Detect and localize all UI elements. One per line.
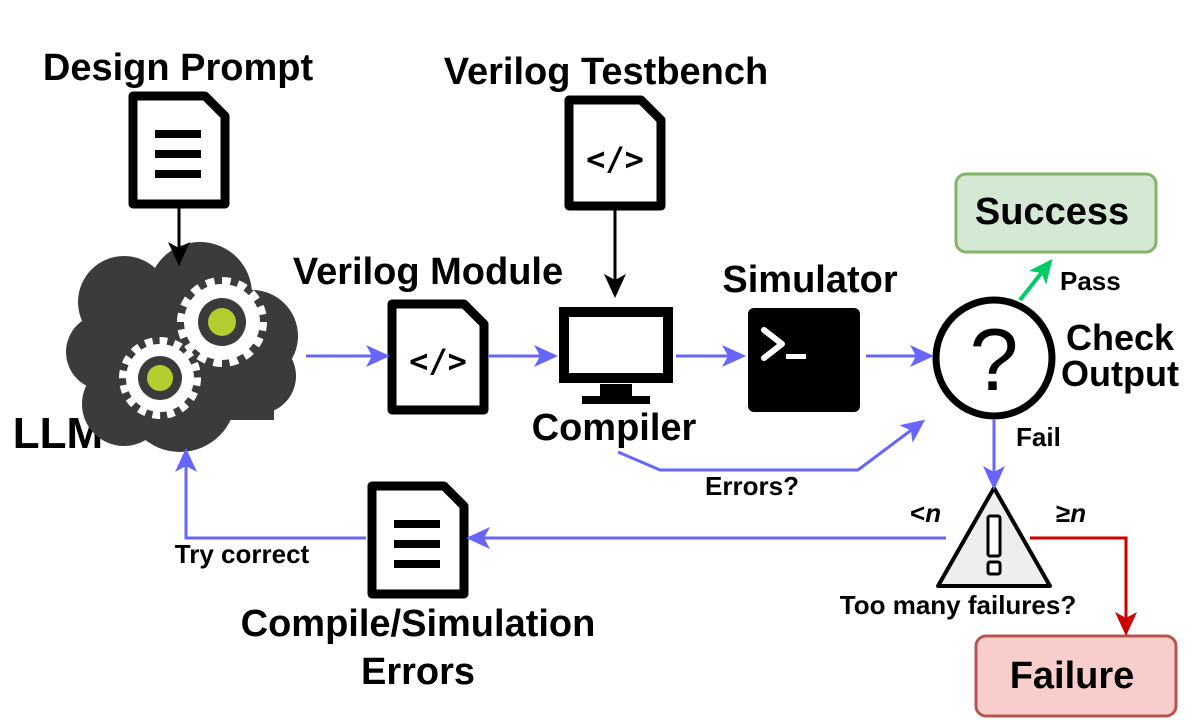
fail-label: Fail: [1016, 422, 1061, 452]
errors-question-label: Errors?: [705, 471, 799, 501]
success-label: Success: [975, 191, 1129, 233]
failure-label: Failure: [1010, 655, 1135, 697]
document-lines-icon: [128, 91, 230, 209]
compiler-label: Compiler: [532, 407, 697, 449]
code-file-icon: </>: [564, 95, 666, 211]
gear-icon: [177, 277, 267, 367]
svg-text:</>: </>: [409, 342, 467, 380]
verilog-testbench-label: Verilog Testbench: [444, 51, 768, 93]
errors-to-llm-arrow: [175, 448, 366, 540]
compiler-errors-arrow: [617, 419, 926, 472]
design-prompt-label: Design Prompt: [43, 47, 314, 89]
too-many-failures-label: Too many failures?: [840, 590, 1076, 620]
warning-triangle-icon: [936, 486, 1052, 588]
terminal-icon: [748, 308, 860, 412]
try-correct-label: Try correct: [175, 539, 310, 569]
code-file-icon: </>: [387, 299, 489, 415]
svg-text:?: ?: [970, 310, 1019, 409]
warning-to-failure-arrow: [1030, 536, 1137, 636]
gear-icon: [119, 337, 201, 419]
check-output-label-line1: Check: [1066, 317, 1175, 358]
errors-doc-label-line2: Errors: [361, 651, 475, 693]
ge-n-label: ≥n: [1056, 498, 1086, 528]
monitor-icon: [559, 307, 673, 404]
pass-label: Pass: [1060, 266, 1121, 296]
question-circle-icon: ?: [932, 296, 1056, 420]
lt-n-label: <n: [910, 498, 941, 528]
success-box: Success: [954, 172, 1158, 254]
errors-doc-label-line1: Compile/Simulation: [241, 603, 596, 645]
cloud-gears-icon: [66, 242, 298, 452]
svg-text:</>: </>: [586, 140, 644, 178]
check-to-success-arrow: [1018, 258, 1053, 302]
simulator-label: Simulator: [722, 259, 897, 301]
verilog-module-label: Verilog Module: [293, 251, 563, 293]
document-lines-icon: [367, 481, 469, 599]
check-output-label-line2: Output: [1061, 353, 1179, 394]
failure-box: Failure: [974, 634, 1178, 718]
